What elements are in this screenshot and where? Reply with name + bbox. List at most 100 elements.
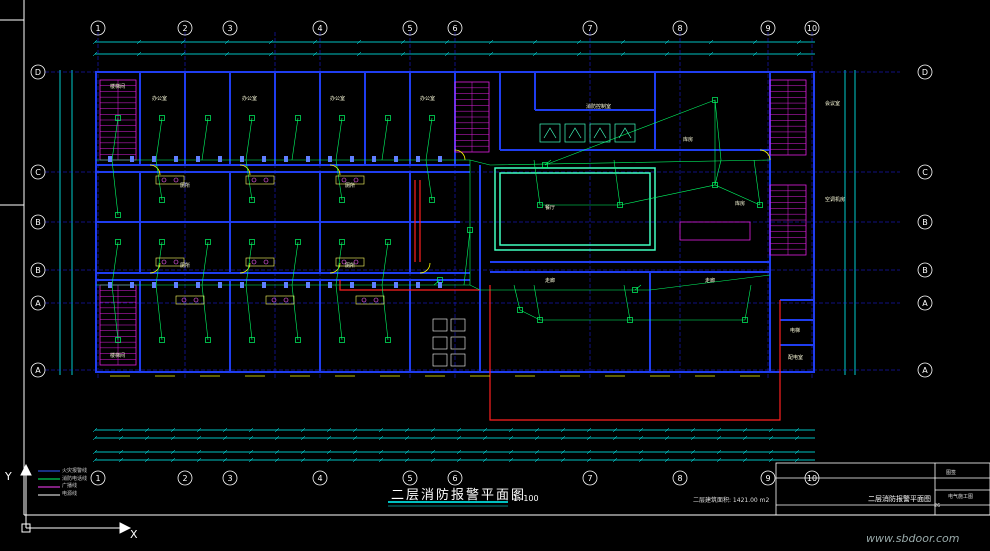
table-symbol: [432, 353, 448, 367]
corridor-device: [152, 282, 156, 288]
title-block-sheet-no: 26: [934, 503, 941, 509]
grid-bubble-bottom: 2: [177, 470, 193, 486]
svg-text:10: 10: [807, 474, 817, 483]
grid-bubble-right: B: [917, 262, 933, 278]
doors: [149, 149, 771, 274]
grid-bubble-top: 6: [447, 20, 463, 36]
grid-lines: [45, 32, 900, 380]
svg-text:5: 5: [407, 24, 412, 33]
corridor-device: [196, 156, 200, 162]
smoke-detector: [757, 202, 763, 208]
svg-text:B: B: [35, 218, 41, 227]
chair-symbol: [589, 123, 611, 143]
corridor-device: [306, 156, 310, 162]
legend-item: 广播线: [62, 483, 78, 490]
corridor-device: [394, 282, 398, 288]
smoke-detector: [295, 239, 301, 245]
svg-text:A: A: [922, 299, 928, 308]
grid-bubble-top: 9: [760, 20, 776, 36]
alarm-devices: [108, 97, 763, 377]
room-label: 厕所: [345, 183, 356, 189]
corridor-device: [328, 282, 332, 288]
corridor-device: [240, 282, 244, 288]
room-label: 办公室: [242, 96, 258, 102]
area-note: 二层建筑面积: 1421.00 m2: [693, 497, 770, 504]
smoke-detector: [339, 337, 345, 343]
smoke-detector: [517, 307, 523, 313]
table-symbol: [432, 318, 448, 332]
toilet-fixture: [335, 257, 365, 267]
room-label: 库房: [683, 137, 694, 143]
smoke-detector: [115, 337, 121, 343]
smoke-detector: [339, 197, 345, 203]
toilet-fixture: [355, 295, 385, 305]
smoke-detector: [467, 227, 473, 233]
drawing-title: 二层消防报警平面图: [391, 488, 527, 503]
grid-bubble-left: B: [30, 214, 46, 230]
room-label: 办公室: [330, 96, 346, 102]
corridor-device: [416, 156, 420, 162]
grid-bubble-top: 7: [582, 20, 598, 36]
chair-symbol: [564, 123, 586, 143]
svg-text:10: 10: [807, 24, 817, 33]
grid-bubble-bottom: 6: [447, 470, 463, 486]
svg-text:6: 6: [452, 24, 457, 33]
svg-text:D: D: [922, 68, 928, 77]
grid-bubble-top: 1: [90, 20, 106, 36]
svg-text:7: 7: [587, 474, 592, 483]
grid-bubble-bottom: 1: [90, 470, 106, 486]
room-label: 厕所: [180, 183, 191, 189]
grid-bubble-bottom: 9: [760, 470, 776, 486]
corridor-device: [130, 282, 134, 288]
corridor-device: [174, 282, 178, 288]
room-label: 空调机房: [825, 197, 846, 203]
drawing-scale: 1: 100: [513, 494, 539, 503]
room-label: 配电室: [788, 355, 804, 361]
smoke-detector: [295, 115, 301, 121]
room-label: 楼梯间: [110, 84, 126, 90]
grid-bubble-right: A: [917, 362, 933, 378]
legend-lines: [38, 470, 60, 496]
svg-text:B: B: [922, 266, 928, 275]
room-label: 消防控制室: [586, 104, 612, 110]
corridor-device: [438, 282, 442, 288]
grid-bubble-top: 5: [402, 20, 418, 36]
legend-item: 电源线: [62, 490, 78, 497]
legend-item: 消防电话线: [62, 475, 88, 482]
grid-bubble-bottom: 8: [672, 470, 688, 486]
title-block-sheet-label: 电气施工图: [948, 494, 974, 500]
smoke-detector: [617, 202, 623, 208]
smoke-detector: [542, 162, 548, 168]
room-label: 会议室: [825, 101, 841, 107]
corridor-device: [130, 156, 134, 162]
legend-item: 火灾报警线: [62, 468, 88, 474]
ucs-icon: [20, 463, 132, 534]
corridor-device: [174, 156, 178, 162]
corridor-device: [108, 156, 112, 162]
svg-text:C: C: [922, 168, 928, 177]
toilet-fixture: [335, 175, 365, 185]
title-block: [775, 462, 990, 516]
dimension-ticks: [92, 39, 802, 463]
svg-text:5: 5: [407, 474, 412, 483]
toilet-fixture: [265, 295, 295, 305]
room-label: 餐厅: [545, 205, 556, 211]
grid-bubble-right: C: [917, 164, 933, 180]
smoke-detector: [205, 337, 211, 343]
smoke-detector: [249, 197, 255, 203]
corridor-device: [350, 156, 354, 162]
svg-text:B: B: [922, 218, 928, 227]
corridor-device: [372, 156, 376, 162]
dimension-lines: [59, 41, 856, 461]
smoke-detector: [339, 239, 345, 245]
grid-bubble-top: 8: [672, 20, 688, 36]
room-label: 走廊: [705, 278, 716, 284]
corridor-device: [284, 156, 288, 162]
corridor-device: [416, 282, 420, 288]
grid-bubble-right: A: [917, 295, 933, 311]
corridor-device: [438, 156, 442, 162]
chair-symbol: [614, 123, 636, 143]
corridor-device: [108, 282, 112, 288]
smoke-detector: [205, 239, 211, 245]
